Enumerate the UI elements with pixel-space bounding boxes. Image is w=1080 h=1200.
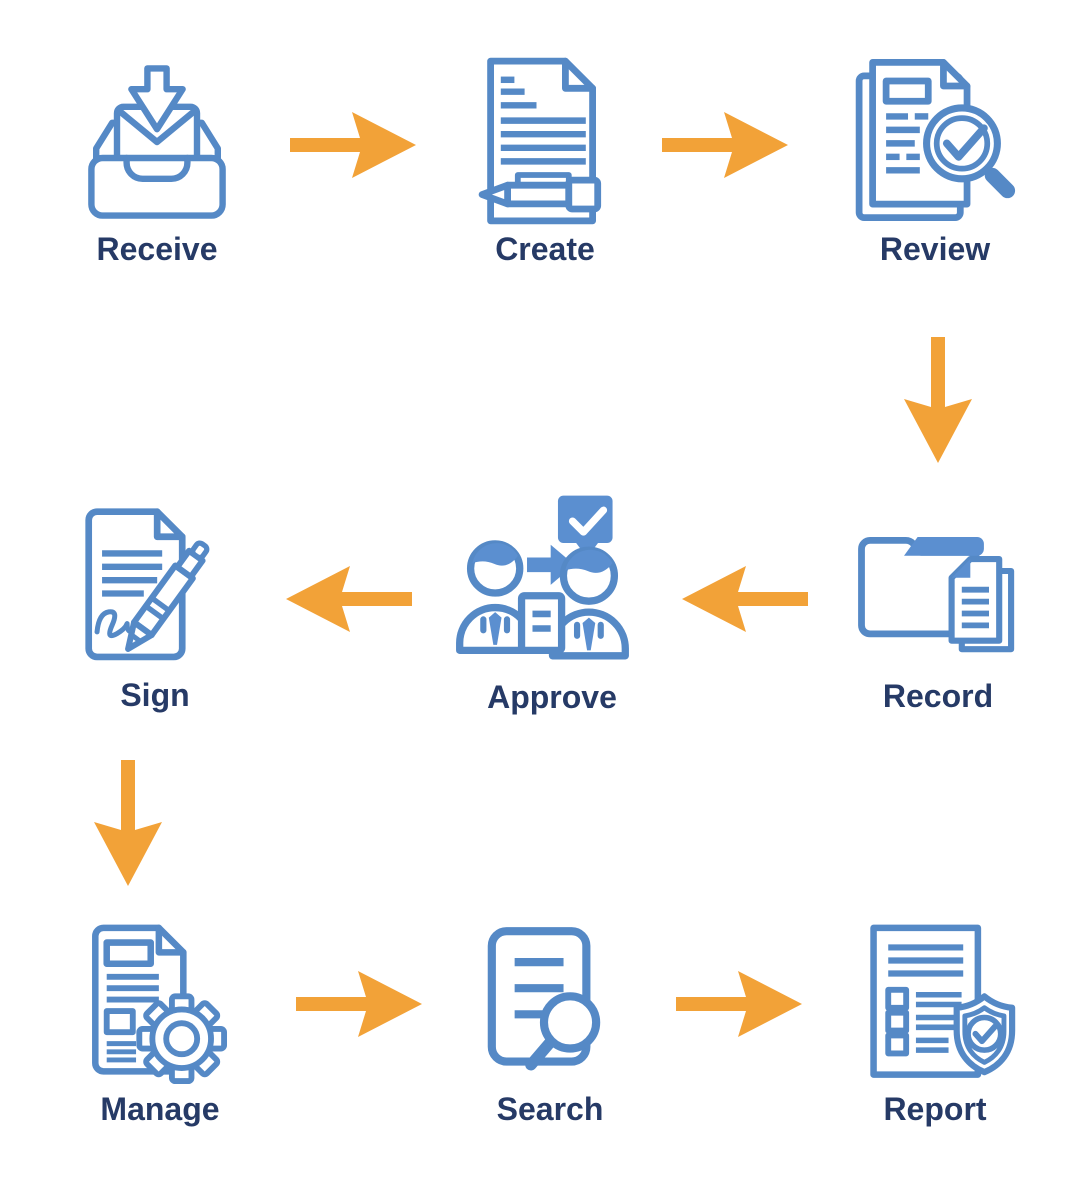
step-label-create: Create (495, 231, 595, 267)
step-label-search: Search (496, 1091, 604, 1127)
arrow-review-to-record (900, 337, 976, 463)
left-arrow-icon (286, 566, 412, 632)
document-pencil-icon (478, 57, 602, 225)
checklist-shield-check-icon (869, 924, 1015, 1078)
arrow-record-to-approve (682, 562, 808, 636)
step-manage: Manage (60, 923, 260, 1128)
step-label-review: Review (879, 231, 991, 267)
right-arrow-icon (662, 112, 788, 178)
arrow-receive-to-create (290, 108, 416, 182)
step-search: Search (450, 923, 650, 1128)
arrow-search-to-report (676, 967, 802, 1041)
right-arrow-icon (290, 112, 416, 178)
step-approve: Approve (437, 492, 667, 716)
step-sign: Sign (55, 505, 255, 714)
step-label-approve: Approve (487, 679, 617, 715)
document-magnifier-icon (487, 927, 600, 1071)
step-label-manage: Manage (100, 1091, 220, 1127)
inbox-envelope-download-icon (88, 65, 226, 219)
arrow-approve-to-sign (286, 562, 412, 636)
step-label-sign: Sign (120, 677, 190, 713)
step-record: Record (838, 503, 1038, 715)
left-arrow-icon (682, 566, 808, 632)
step-report: Report (835, 923, 1035, 1128)
step-label-receive: Receive (96, 231, 218, 267)
document-pen-signature-icon (84, 508, 209, 661)
down-arrow-icon (94, 760, 162, 886)
step-review: Review (835, 54, 1035, 268)
arrow-manage-to-search (296, 967, 422, 1041)
people-approval-check-icon (455, 495, 629, 660)
documents-magnifier-check-icon (855, 59, 1016, 221)
folder-documents-icon (858, 537, 1015, 653)
right-arrow-icon (296, 971, 422, 1037)
document-gear-icon (91, 924, 227, 1085)
step-receive: Receive (57, 58, 257, 268)
step-create: Create (445, 56, 645, 268)
down-arrow-icon (904, 337, 972, 463)
right-arrow-icon (676, 971, 802, 1037)
step-label-report: Report (883, 1091, 987, 1127)
step-label-record: Record (882, 678, 994, 714)
arrow-sign-to-manage (90, 760, 166, 886)
arrow-create-to-review (662, 108, 788, 182)
